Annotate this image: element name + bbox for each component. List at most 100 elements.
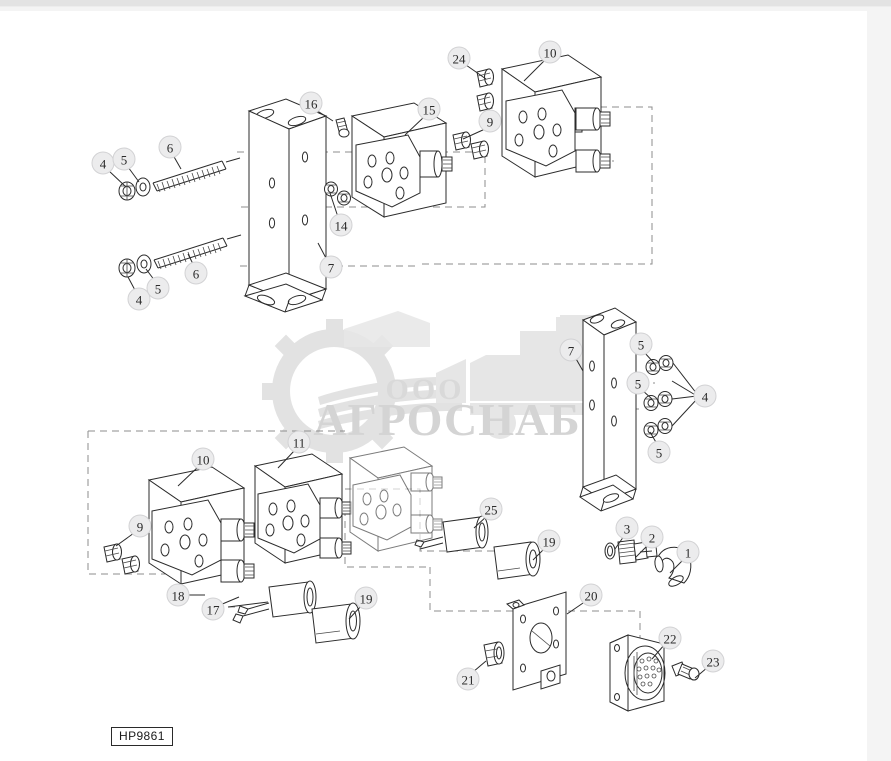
- callout-bubble[interactable]: [128, 514, 152, 538]
- nut-5-r2: [643, 395, 659, 411]
- callout-7[interactable]: 7: [559, 338, 583, 362]
- callout-leader: [177, 466, 199, 487]
- callout-bubble[interactable]: [676, 540, 700, 564]
- callout-3[interactable]: 3: [615, 516, 639, 540]
- watermark-agrosnab: ООО АГРОСНАБ: [262, 311, 618, 463]
- callout-bubble[interactable]: [559, 338, 583, 362]
- callout-leader: [566, 600, 587, 615]
- callout-bubble[interactable]: [478, 109, 502, 133]
- callout-number: 20: [585, 589, 598, 604]
- field-swoosh: [318, 376, 462, 429]
- callout-bubble[interactable]: [626, 371, 650, 395]
- nut-4-lower: [118, 258, 136, 278]
- callout-bubble[interactable]: [629, 332, 653, 356]
- callout-15[interactable]: 15: [417, 97, 441, 121]
- callout-2[interactable]: 2: [640, 525, 664, 549]
- callout-number: 25: [485, 503, 498, 518]
- callout-4[interactable]: 4: [693, 384, 717, 408]
- callout-bubble[interactable]: [112, 147, 136, 171]
- callout-bubble[interactable]: [447, 46, 471, 70]
- callout-5[interactable]: 5: [647, 440, 671, 464]
- nut-14b: [337, 190, 351, 206]
- callout-bubble[interactable]: [479, 497, 503, 521]
- callout-bubble[interactable]: [201, 597, 225, 621]
- callout-bubble[interactable]: [184, 261, 208, 285]
- callout-10[interactable]: 10: [191, 447, 215, 471]
- callout-23[interactable]: 23: [701, 649, 725, 673]
- callout-leader: [127, 166, 140, 183]
- callout-9[interactable]: 9: [478, 109, 502, 133]
- callout-10[interactable]: 10: [538, 40, 562, 64]
- callout-bubble[interactable]: [329, 213, 353, 237]
- callout-bubble[interactable]: [299, 91, 323, 115]
- callout-number: 10: [544, 46, 557, 61]
- nut-4-r3: [657, 418, 673, 434]
- part-code-label: HP9861: [111, 727, 173, 746]
- callout-number: 7: [568, 344, 575, 359]
- fitting-24b: [476, 92, 494, 112]
- callout-number: 10: [197, 453, 210, 468]
- nut-14a: [324, 181, 338, 197]
- callout-24[interactable]: 24: [447, 46, 471, 70]
- callout-leader: [404, 116, 425, 136]
- callout-bubble[interactable]: [191, 447, 215, 471]
- callout-bubble[interactable]: [537, 529, 561, 553]
- callout-25[interactable]: 25: [479, 497, 503, 521]
- callout-leader: [107, 169, 127, 188]
- callout-leader: [462, 128, 486, 140]
- washer-5-upper: [135, 177, 151, 197]
- callout-leader: [523, 59, 546, 82]
- callout-bubble[interactable]: [693, 384, 717, 408]
- callout-bubble[interactable]: [417, 97, 441, 121]
- callout-6[interactable]: 6: [158, 135, 182, 159]
- callout-5[interactable]: 5: [146, 276, 170, 300]
- callout-5[interactable]: 5: [626, 371, 650, 395]
- callout-17[interactable]: 17: [201, 597, 225, 621]
- callout-22[interactable]: 22: [658, 626, 682, 650]
- callout-number: 4: [136, 293, 143, 308]
- callout-bubble[interactable]: [354, 586, 378, 610]
- callout-11[interactable]: 11: [287, 430, 311, 454]
- callout-14[interactable]: 14: [329, 213, 353, 237]
- washer-5-lower: [136, 254, 152, 274]
- callout-number: 19: [543, 535, 556, 550]
- fastener-group-upper: [118, 157, 241, 201]
- callout-bubble[interactable]: [640, 525, 664, 549]
- nut-21: [483, 641, 505, 667]
- callout-21[interactable]: 21: [456, 667, 480, 691]
- callout-4[interactable]: 4: [91, 151, 115, 175]
- callout-bubble[interactable]: [319, 255, 343, 279]
- callout-bubble[interactable]: [146, 276, 170, 300]
- callout-number: 17: [207, 603, 221, 618]
- callout-leader: [329, 192, 339, 218]
- callout-bubble[interactable]: [658, 626, 682, 650]
- callout-5[interactable]: 5: [629, 332, 653, 356]
- callout-1[interactable]: 1: [676, 540, 700, 564]
- callout-bubble[interactable]: [579, 583, 603, 607]
- callout-4[interactable]: 4: [127, 287, 151, 311]
- callout-bubble[interactable]: [538, 40, 562, 64]
- callout-6[interactable]: 6: [184, 261, 208, 285]
- callout-20[interactable]: 20: [579, 583, 603, 607]
- callout-18[interactable]: 18: [166, 583, 190, 607]
- fitting-9a: [452, 131, 471, 151]
- callout-bubble[interactable]: [615, 516, 639, 540]
- callout-bubble[interactable]: [647, 440, 671, 464]
- callout-bubble[interactable]: [701, 649, 725, 673]
- manifold-block-10-bottom: [147, 466, 255, 585]
- callout-16[interactable]: 16: [299, 91, 323, 115]
- callout-bubble[interactable]: [166, 583, 190, 607]
- manifold-block-15: [350, 102, 453, 218]
- callout-5[interactable]: 5: [112, 147, 136, 171]
- callout-bubble[interactable]: [287, 430, 311, 454]
- callout-bubble[interactable]: [158, 135, 182, 159]
- fitting-16: [335, 117, 350, 138]
- callout-9[interactable]: 9: [128, 514, 152, 538]
- callout-7[interactable]: 7: [319, 255, 343, 279]
- callout-bubble[interactable]: [127, 287, 151, 311]
- callout-bubble[interactable]: [456, 667, 480, 691]
- callout-19[interactable]: 19: [354, 586, 378, 610]
- callout-19[interactable]: 19: [537, 529, 561, 553]
